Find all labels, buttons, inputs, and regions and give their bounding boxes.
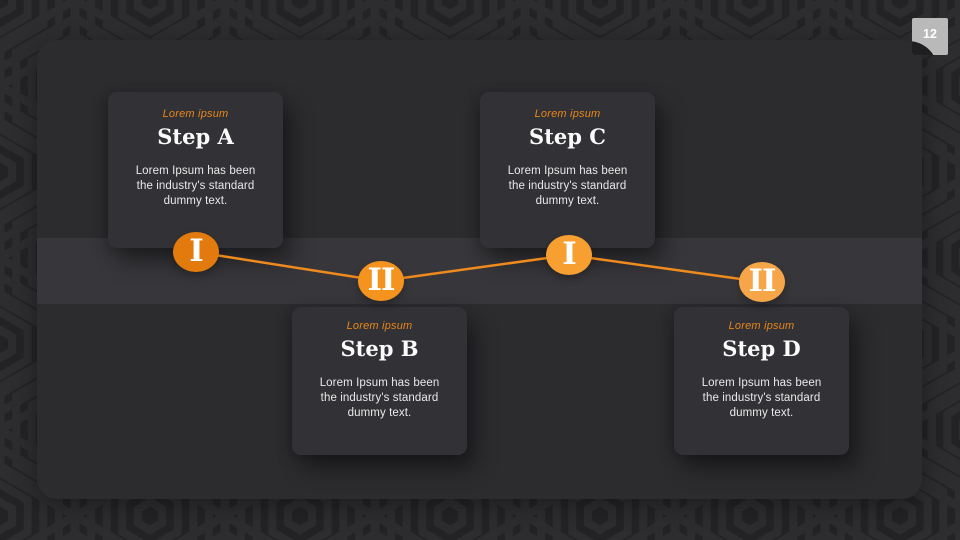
step-title: Step B — [340, 336, 419, 361]
step-label: Lorem ipsum — [162, 108, 229, 120]
step-body: Lorem Ipsum has been the industry's stan… — [319, 377, 440, 420]
step-card-a: Lorem ipsum Step A Lorem Ipsum has been … — [108, 92, 283, 248]
page-number-badge: 12 — [912, 18, 948, 55]
step-label: Lorem ipsum — [534, 108, 601, 120]
roman-numeral: II — [367, 261, 395, 298]
roman-numeral: I — [562, 235, 576, 272]
step-title: Step C — [529, 124, 606, 149]
timeline-node-1: I — [173, 232, 219, 272]
roman-numeral: I — [189, 232, 203, 269]
page-number: 12 — [923, 27, 937, 41]
step-label: Lorem ipsum — [346, 320, 413, 332]
step-body: Lorem Ipsum has been the industry's stan… — [135, 165, 256, 208]
step-body: Lorem Ipsum has been the industry's stan… — [507, 165, 628, 208]
step-card-b: Lorem ipsum Step B Lorem Ipsum has been … — [292, 307, 467, 455]
step-body: Lorem Ipsum has been the industry's stan… — [701, 377, 822, 420]
badge-notch-circle — [912, 41, 938, 55]
timeline-node-3: I — [546, 235, 592, 275]
step-label: Lorem ipsum — [728, 320, 795, 332]
timeline-node-2: II — [358, 261, 404, 301]
step-title: Step A — [157, 124, 234, 149]
step-title: Step D — [722, 336, 801, 361]
roman-numeral: II — [748, 262, 776, 299]
step-card-d: Lorem ipsum Step D Lorem Ipsum has been … — [674, 307, 849, 455]
step-card-c: Lorem ipsum Step C Lorem Ipsum has been … — [480, 92, 655, 248]
timeline-node-4: II — [739, 262, 785, 302]
